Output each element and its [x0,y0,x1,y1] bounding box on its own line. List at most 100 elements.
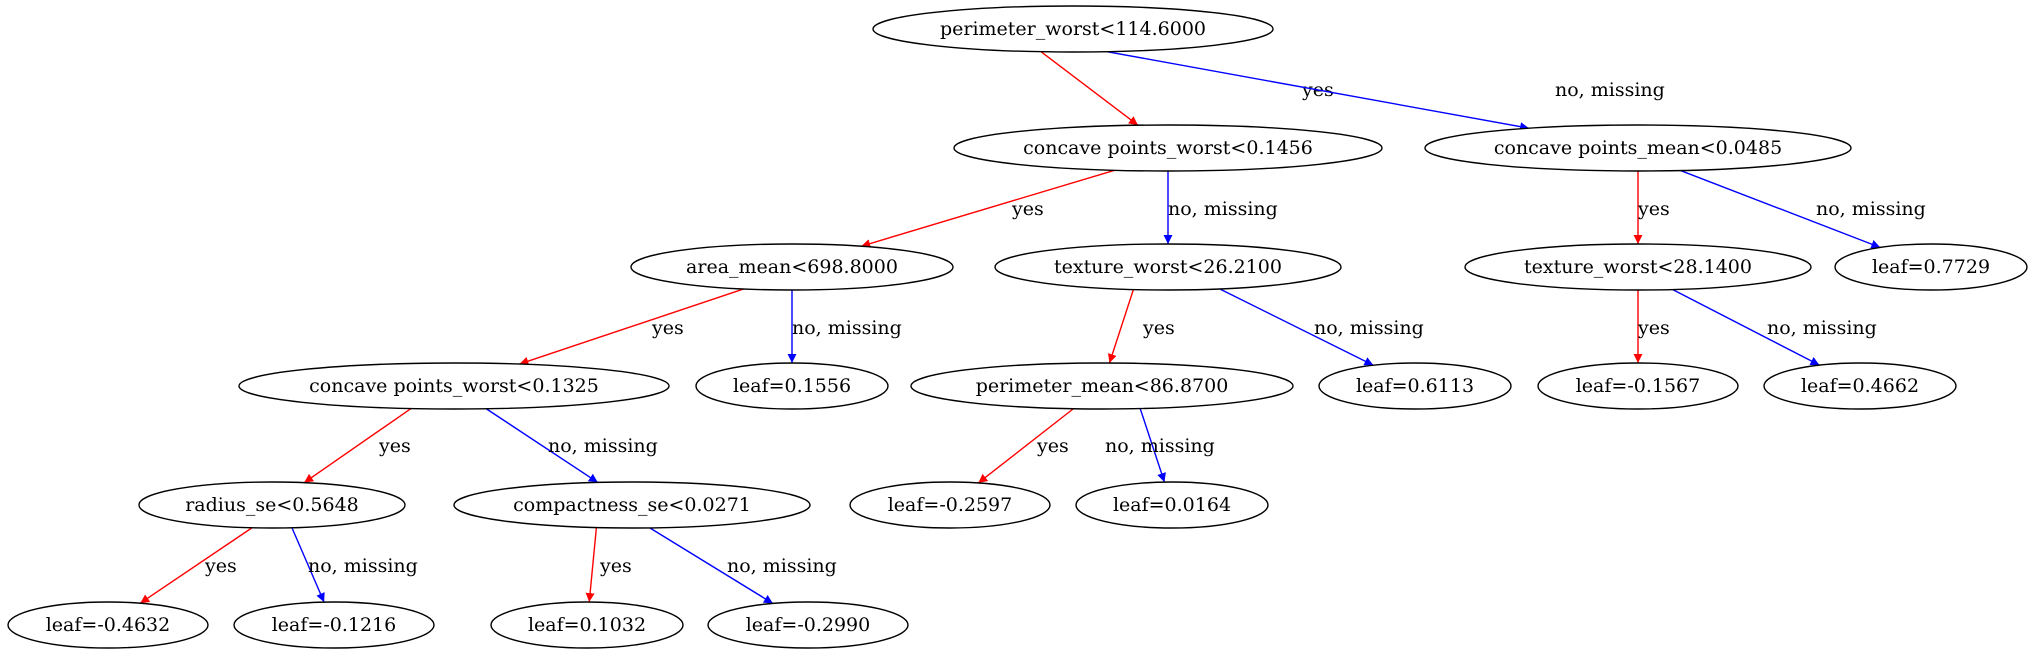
tree-node-n11: leaf=-0.1567 [1537,362,1739,410]
node-ellipse-n12 [1763,362,1957,410]
edge-line-no-n13-n18 [291,527,325,603]
node-label-n15: leaf=-0.2597 [888,494,1013,516]
edge-line-yes-n7-n13 [303,407,412,484]
tree-node-n20: leaf=-0.2990 [707,601,909,649]
tree-node-n7: concave points_worst<0.1325 [238,362,670,410]
tree-node-n18: leaf=-0.1216 [233,601,435,649]
node-label-n19: leaf=0.1032 [528,614,646,636]
edges-layer: yes no, missing yes no, missing yes no, missi… [139,50,1926,605]
tree-node-n12: leaf=0.4662 [1763,362,1957,410]
tree-edge-n4-n10: no, missing [1219,288,1424,366]
tree-edge-n14-n20: no, missing [649,527,837,605]
tree-edge-n2-n6: no, missing [1680,169,1926,249]
node-label-n4: texture_worst<26.2100 [1054,256,1282,278]
tree-node-n0: perimeter_worst<114.6000 [872,5,1274,53]
edge-line-no-n14-n20 [649,527,774,605]
edge-label-n3-n7: yes [651,317,684,339]
tree-node-n9: perimeter_mean<86.8700 [910,362,1294,410]
tree-node-n2: concave points_mean<0.0485 [1424,124,1852,172]
tree-node-n13: radius_se<0.5648 [138,481,406,529]
edge-label-n4-n9: yes [1142,317,1175,339]
edge-line-no-n4-n10 [1219,288,1374,366]
node-ellipse-n14 [453,481,811,529]
node-ellipse-n1 [953,124,1383,172]
node-ellipse-n0 [872,5,1274,53]
tree-edge-n2-n5: yes [1633,171,1670,244]
edge-line-no-n5-n12 [1672,288,1820,366]
edge-line-yes-n9-n15 [977,408,1074,484]
tree-edge-n14-n19: yes [585,527,632,603]
edge-label-n4-n10: no, missing [1314,317,1424,339]
tree-node-n6: leaf=0.7729 [1834,243,2028,291]
edge-label-n7-n14: no, missing [548,435,658,457]
node-label-n0: perimeter_worst<114.6000 [940,18,1206,40]
tree-node-n15: leaf=-0.2597 [849,481,1051,529]
tree-edge-n1-n3: yes [861,169,1115,248]
node-ellipse-n18 [233,601,435,649]
tree-edge-n7-n14: no, missing [485,408,658,484]
tree-edge-n5-n11: yes [1633,290,1670,363]
edge-label-n9-n15: yes [1036,435,1069,457]
node-ellipse-n17 [7,601,209,649]
node-label-n10: leaf=0.6113 [1356,375,1474,397]
edge-label-n5-n12: no, missing [1767,317,1877,339]
edge-label-n13-n17: yes [204,555,237,577]
edge-label-n9-n16: no, missing [1105,435,1215,457]
node-ellipse-n3 [630,243,954,291]
tree-node-n10: leaf=0.6113 [1318,362,1512,410]
edge-label-n1-n4: no, missing [1168,198,1278,220]
node-ellipse-n19 [490,601,684,649]
node-label-n1: concave points_worst<0.1456 [1023,137,1313,159]
node-label-n8: leaf=0.1556 [733,375,851,397]
node-ellipse-n8 [695,362,889,410]
node-label-n12: leaf=0.4662 [1801,375,1919,397]
tree-node-n16: leaf=0.0164 [1075,481,1269,529]
node-label-n2: concave points_mean<0.0485 [1494,137,1782,159]
node-label-n5: texture_worst<28.1400 [1524,256,1752,278]
tree-edge-n4-n9: yes [1107,289,1175,364]
edge-line-no-n9-n16 [1139,408,1166,483]
node-ellipse-n4 [994,243,1342,291]
tree-edge-n9-n15: yes [977,408,1074,484]
node-ellipse-n16 [1075,481,1269,529]
tree-edge-n3-n8: no, missing [787,290,902,363]
node-ellipse-n13 [138,481,406,529]
node-ellipse-n5 [1464,243,1812,291]
tree-edge-n13-n17: yes [139,527,253,604]
edge-label-n13-n18: no, missing [308,555,418,577]
edge-line-yes-n3-n7 [519,288,744,366]
edge-line-yes-n13-n17 [139,527,253,604]
tree-edge-n9-n16: no, missing [1105,408,1215,483]
edge-label-n1-n3: yes [1011,198,1044,220]
tree-node-n19: leaf=0.1032 [490,601,684,649]
tree-node-n8: leaf=0.1556 [695,362,889,410]
node-label-n7: concave points_worst<0.1325 [309,375,599,397]
tree-edge-n5-n12: no, missing [1672,288,1877,366]
node-ellipse-n20 [707,601,909,649]
node-label-n9: perimeter_mean<86.8700 [976,375,1229,397]
edge-label-n14-n20: no, missing [727,555,837,577]
node-ellipse-n6 [1834,243,2028,291]
node-label-n18: leaf=-0.1216 [272,614,397,636]
tree-node-n14: compactness_se<0.0271 [453,481,811,529]
tree-node-n3: area_mean<698.8000 [630,243,954,291]
edge-line-no-n0-n2 [1106,50,1530,132]
edge-label-n3-n8: no, missing [792,317,902,339]
node-ellipse-n15 [849,481,1051,529]
node-ellipse-n10 [1318,362,1512,410]
tree-node-n5: texture_worst<28.1400 [1464,243,1812,291]
node-label-n17: leaf=-0.4632 [46,614,171,636]
node-label-n20: leaf=-0.2990 [746,614,871,636]
edge-line-no-n7-n14 [485,408,599,484]
tree-node-n4: texture_worst<26.2100 [994,243,1342,291]
edge-label-n2-n5: yes [1637,198,1670,220]
node-ellipse-n11 [1537,362,1739,410]
tree-edge-n0-n1: yes [1040,51,1334,126]
node-ellipse-n2 [1424,124,1852,172]
node-label-n11: leaf=-0.1567 [1576,375,1701,397]
tree-node-n1: concave points_worst<0.1456 [953,124,1383,172]
edge-label-n7-n13: yes [378,435,411,457]
tree-node-n17: leaf=-0.4632 [7,601,209,649]
